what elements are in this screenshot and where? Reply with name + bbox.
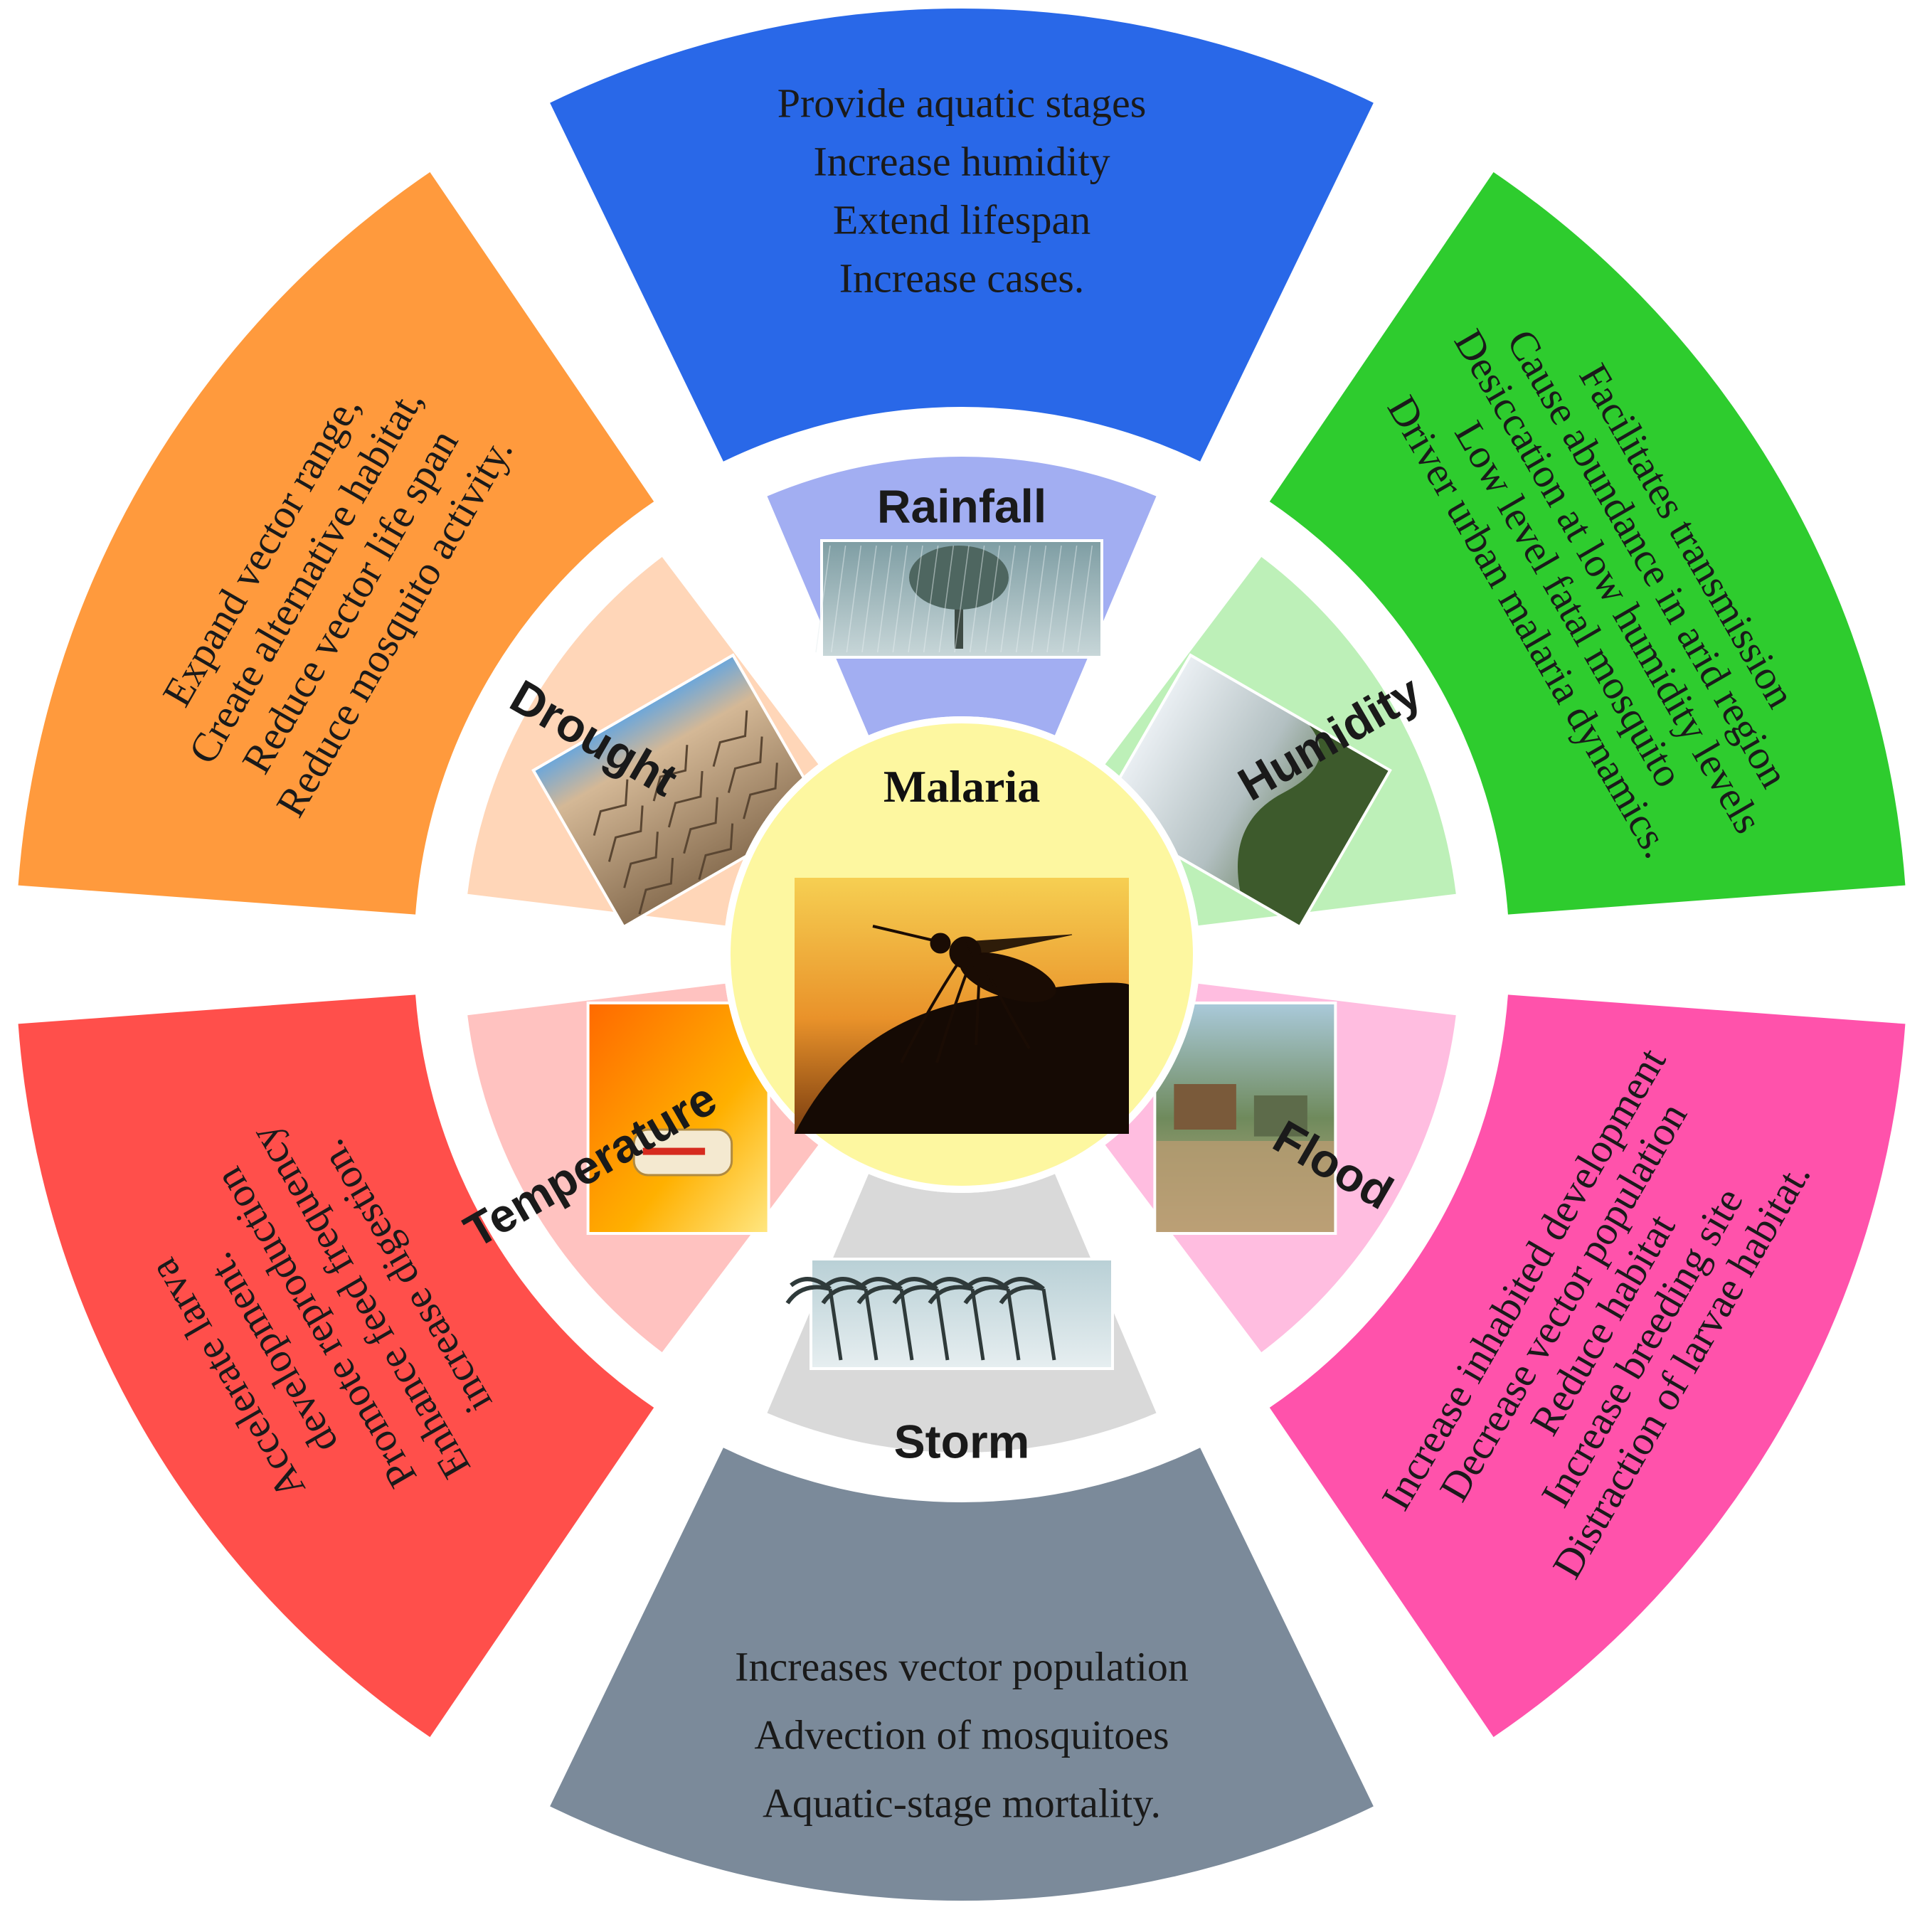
effect-line-rainfall: Increase humidity xyxy=(813,138,1110,184)
storm-palms-photo xyxy=(785,1258,1114,1370)
outer-wedge-drought xyxy=(18,171,654,915)
center-title: Malaria xyxy=(883,761,1040,812)
outer-wedge-temperature xyxy=(18,994,654,1738)
inner-sector-humidity: Humidity xyxy=(1098,556,1456,929)
effect-line-storm: Aquatic-stage mortality. xyxy=(763,1780,1161,1827)
effect-line-storm: Increases vector population xyxy=(735,1644,1189,1690)
outer-sector-drought: Expand vector range,Create alternative h… xyxy=(18,171,654,915)
effect-line-storm: Advection of mosquitoes xyxy=(754,1712,1169,1758)
inner-sector-rainfall: Rainfall xyxy=(767,457,1157,736)
mosquito-silhouette-icon xyxy=(872,925,1073,1063)
sector-label-rainfall: Rainfall xyxy=(877,479,1046,532)
outer-wedge-humidity xyxy=(1269,171,1906,915)
cracked-earth-photo xyxy=(531,653,826,929)
effect-line-rainfall: Provide aquatic stages xyxy=(777,80,1147,126)
center-disc: Malaria xyxy=(723,716,1200,1193)
inner-sector-drought: Drought xyxy=(467,556,826,929)
mosquito-photo xyxy=(795,878,1129,1134)
misty-forest-photo xyxy=(1098,653,1392,929)
outer-wedge-storm xyxy=(550,1448,1374,1901)
effect-line-rainfall: Increase cases. xyxy=(839,255,1085,301)
outer-wedge-flood xyxy=(1269,994,1906,1738)
inner-sector-storm: Storm xyxy=(767,1174,1157,1467)
effect-line-rainfall: Extend lifespan xyxy=(833,196,1090,243)
outer-wedge-rainfall xyxy=(550,8,1374,462)
sector-label-storm: Storm xyxy=(894,1415,1030,1467)
thermometer-heat-photo xyxy=(586,1002,770,1235)
rain-tree-photo xyxy=(815,539,1103,659)
